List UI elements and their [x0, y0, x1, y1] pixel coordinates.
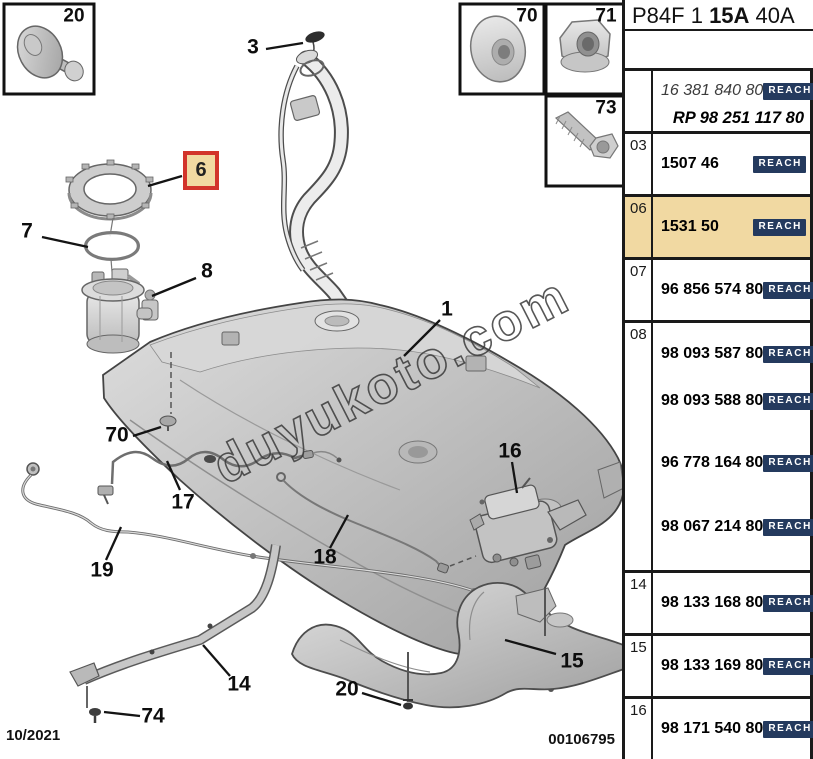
- edition-date: 10/2021: [6, 727, 61, 744]
- nut-71-drawing: [559, 19, 611, 73]
- header-rule: [625, 29, 813, 31]
- callout-15[interactable]: 15: [560, 649, 584, 673]
- reach-badge[interactable]: REACH: [763, 594, 813, 612]
- document-number: 00106795: [548, 731, 615, 748]
- canister-16-drawing: [469, 477, 587, 570]
- part-number: 98 067 214 80: [661, 518, 764, 535]
- heat-shield-drawing: [291, 581, 625, 710]
- exploded-diagram: duyukoto.com: [2, 2, 625, 723]
- callout-17[interactable]: 17: [171, 490, 195, 514]
- part-number: 98 093 587 80: [661, 345, 764, 362]
- boxnum-70: 70: [516, 5, 538, 27]
- part-number: 98 133 169 80: [661, 657, 764, 674]
- tank-strap-drawing: [69, 544, 281, 723]
- figure-code-main: 15A: [709, 3, 750, 28]
- fuel-pump-module-drawing: [81, 268, 153, 354]
- row-index: 15: [625, 636, 653, 696]
- row-index: 14: [625, 573, 653, 633]
- grommet-70-drawing: [159, 352, 177, 431]
- part-line: RP 98 251 117 80: [653, 107, 810, 129]
- row-index: 03: [625, 134, 653, 194]
- part-number: 98 171 540 80: [661, 720, 764, 737]
- fuel-tank-drawing: [102, 289, 625, 656]
- callout-14[interactable]: 14: [227, 672, 251, 696]
- callout-19[interactable]: 19: [90, 558, 114, 582]
- parts-row[interactable]: 06 1531 50 REACH: [625, 194, 810, 257]
- reach-badge[interactable]: REACH: [763, 392, 813, 410]
- callout-7[interactable]: 7: [21, 219, 33, 243]
- reach-badge[interactable]: REACH: [753, 155, 806, 173]
- boxnum-20: 20: [63, 5, 85, 27]
- reach-badge[interactable]: REACH: [763, 720, 813, 738]
- reach-badge[interactable]: REACH: [763, 345, 813, 363]
- reach-badge[interactable]: REACH: [763, 454, 813, 472]
- filler-pipe-drawing: [278, 31, 349, 311]
- callout-3[interactable]: 3: [247, 35, 259, 59]
- row-index: 07: [625, 260, 653, 320]
- seal-ring-drawing: [84, 231, 140, 261]
- boxnum-71: 71: [595, 5, 617, 27]
- reach-badge[interactable]: REACH: [763, 518, 813, 536]
- row-index: 08: [625, 323, 653, 570]
- callout-8[interactable]: 8: [201, 259, 213, 283]
- part-number: 1531 50: [661, 218, 719, 235]
- part-number: 96 778 164 80: [661, 454, 764, 471]
- part-line: 1531 50 REACH: [653, 216, 810, 238]
- row-index: 16: [625, 699, 653, 759]
- washer-70-drawing: [469, 15, 527, 83]
- part-line: 1507 46 REACH: [653, 153, 810, 175]
- callout-18[interactable]: 18: [313, 545, 337, 569]
- callout-6-highlighted[interactable]: 6: [183, 151, 219, 190]
- row-index: [625, 71, 653, 131]
- reach-badge[interactable]: REACH: [763, 657, 813, 675]
- part-number: 96 856 574 80: [661, 281, 764, 298]
- boxnum-73: 73: [595, 97, 617, 119]
- part-number: 98 133 168 80: [661, 594, 764, 611]
- bolt-73-drawing: [554, 111, 619, 159]
- callout-20[interactable]: 20: [335, 677, 359, 701]
- part-number: RP 98 251 117 80: [672, 108, 804, 127]
- callout-1[interactable]: 1: [441, 297, 453, 321]
- reach-badge[interactable]: REACH: [753, 218, 806, 236]
- callout-16[interactable]: 16: [498, 439, 522, 463]
- rivet-20-drawing: [16, 25, 84, 82]
- part-number: 98 093 588 80: [661, 392, 764, 409]
- figure-code-suffix: 40A: [755, 3, 795, 28]
- leader-lines: [41, 41, 557, 718]
- detail-boxes: [2, 2, 625, 188]
- part-number: 16 381 840 80: [661, 82, 764, 99]
- reach-badge[interactable]: REACH: [763, 82, 813, 100]
- vapour-line-18-drawing: [276, 472, 477, 574]
- callout-70[interactable]: 70: [105, 423, 129, 447]
- figure-code: P84F 1 15A 40A: [632, 3, 795, 29]
- part-number: 1507 46: [661, 155, 719, 172]
- figure-code-prefix: P84F 1: [632, 3, 703, 28]
- callout-74[interactable]: 74: [141, 704, 165, 728]
- fuel-line-17-drawing: [97, 449, 342, 505]
- parts-row[interactable]: 03 1507 46 REACH: [625, 131, 810, 194]
- reach-badge[interactable]: REACH: [763, 281, 813, 299]
- locking-ring-drawing: [65, 159, 154, 273]
- row-index: 06: [625, 197, 653, 257]
